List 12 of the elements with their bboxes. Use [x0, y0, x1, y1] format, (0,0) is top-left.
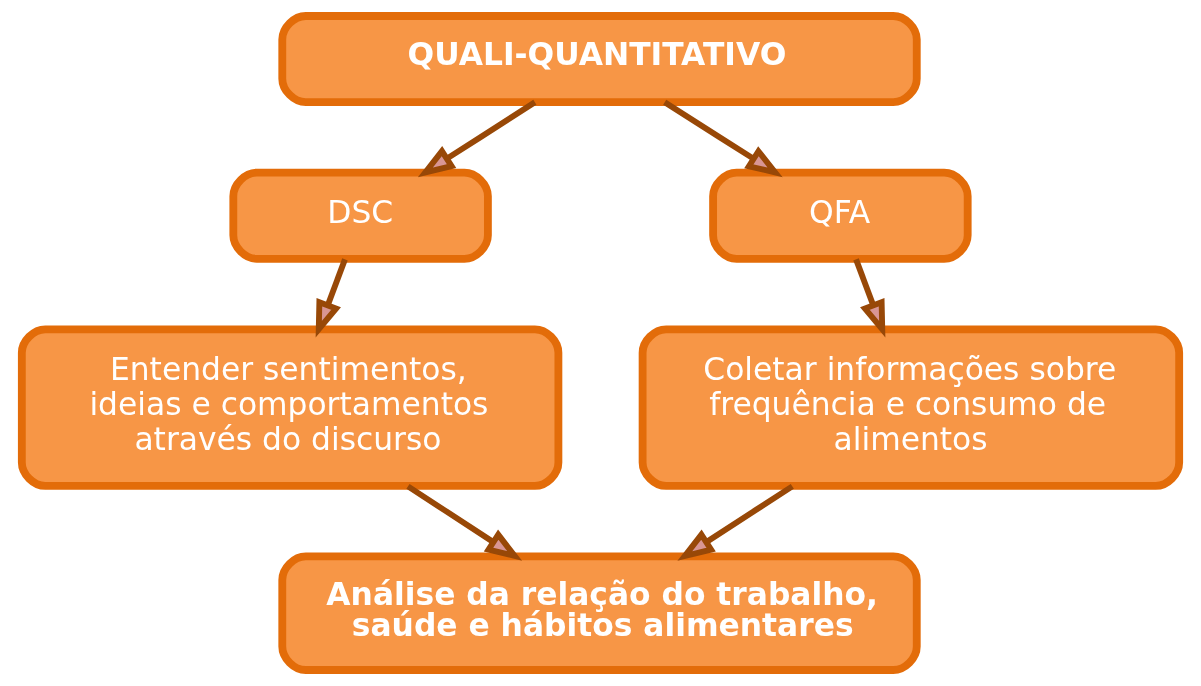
node-box: QFA	[709, 168, 972, 263]
arrow	[406, 483, 523, 561]
node-box: Análise da relação do trabalho, saúde e hábitos alimentares	[278, 552, 921, 674]
node-box: Coletar informações sobre frequência e consumo de alimentos	[638, 325, 1184, 490]
node-box: DSC	[229, 168, 492, 263]
node-box: QUALI-QUANTITATIVO	[278, 12, 921, 107]
arrow	[677, 483, 794, 561]
node-box: Entender sentimentos, ideias e comportamentos através do discurso	[17, 325, 563, 490]
arrow	[663, 99, 783, 178]
arrow	[315, 258, 348, 338]
arrow	[417, 99, 537, 178]
arrow	[853, 258, 886, 338]
